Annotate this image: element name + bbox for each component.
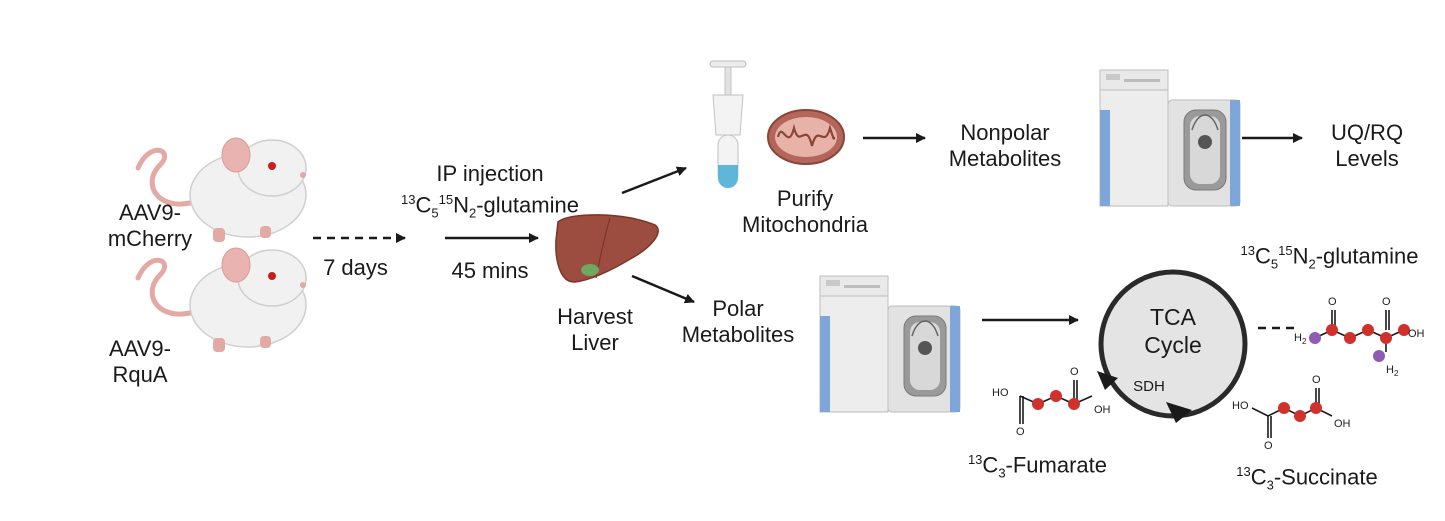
- mouse-label-mcherry: AAV9- mCherry: [100, 200, 200, 252]
- atom-label-h2: H2: [1294, 332, 1306, 346]
- tca-label: TCA Cycle: [1113, 303, 1233, 359]
- formula-subscript: 5: [431, 205, 439, 221]
- formula-element: C: [1255, 243, 1271, 269]
- formula-element: C: [1250, 464, 1267, 490]
- atom-label-oh: OH: [1408, 328, 1425, 340]
- formula-element: C: [415, 192, 432, 218]
- wait-label: 7 days: [323, 255, 388, 280]
- atom-h: H: [1386, 364, 1394, 376]
- formula-name: -glutamine: [476, 192, 579, 218]
- mouse-label-line1: AAV9-: [109, 336, 171, 361]
- formula-subscript: 5: [1270, 256, 1279, 272]
- mouse-label-line1: AAV9-: [119, 200, 181, 225]
- harvest-label: Harvest Liver: [545, 304, 645, 356]
- injection-line1: IP injection: [436, 161, 544, 186]
- formula-isotope: 15: [438, 192, 454, 207]
- polar-line1: Polar: [712, 296, 764, 321]
- levels-label: UQ/RQ Levels: [1322, 120, 1412, 172]
- injection-label: IP injection 13C515N2-glutamine: [385, 161, 595, 227]
- nonpolar-label: Nonpolar Metabolites: [935, 120, 1075, 172]
- purify-line2: Mitochondria: [742, 212, 868, 237]
- formula-name: -Succinate: [1273, 464, 1378, 490]
- formula-name: -glutamine: [1315, 243, 1419, 269]
- atom-label-o: O: [1328, 296, 1337, 308]
- formula-isotope: 13: [1240, 243, 1256, 258]
- mouse-label-line2: mCherry: [107, 226, 193, 251]
- mass-spectrometer-icon: [819, 275, 961, 413]
- syringe-tube-icon: [709, 60, 747, 188]
- formula-element: N: [1292, 243, 1309, 269]
- arrow-to-polar: [631, 274, 695, 304]
- atom-label-oh: OH: [1334, 418, 1351, 430]
- tca-line2: Cycle: [1144, 332, 1202, 358]
- nonpolar-line1: Nonpolar: [960, 120, 1050, 145]
- tca-cycle-circle: [1097, 269, 1248, 423]
- tca-line1: TCA: [1150, 304, 1196, 330]
- purify-label: Purify Mitochondria: [725, 186, 885, 238]
- fumarate-molecule: [1019, 380, 1093, 424]
- atom-label-o: O: [1382, 296, 1391, 308]
- atom-label-o: O: [1312, 374, 1321, 386]
- atom-label-o: O: [1070, 366, 1079, 378]
- formula-subscript: 3: [998, 465, 1006, 481]
- succinate-label: 13C3-Succinate: [1222, 459, 1392, 499]
- fumarate-label: 13C3-Fumarate: [955, 447, 1120, 487]
- arrow-to-purify: [621, 166, 687, 195]
- atom-label-o: O: [1264, 440, 1273, 452]
- atom-subscript: 2: [1301, 337, 1307, 347]
- harvest-line1: Harvest: [557, 304, 633, 329]
- atom-label-ho: HO: [1232, 400, 1249, 412]
- duration-label: 45 mins: [451, 258, 529, 283]
- sdh-label: SDH: [1133, 378, 1165, 395]
- formula-isotope: 15: [1278, 243, 1293, 258]
- formula-subscript: 2: [469, 205, 477, 221]
- tracer-formula: 13C515N2-glutamine: [385, 187, 595, 227]
- polar-line2: Metabolites: [681, 322, 795, 347]
- levels-line1: UQ/RQ: [1330, 120, 1404, 145]
- nonpolar-line2: Metabolites: [948, 146, 1062, 171]
- purify-line1: Purify: [776, 186, 834, 211]
- atom-label-h2: H2: [1386, 364, 1398, 378]
- harvest-line2: Liver: [571, 330, 619, 355]
- formula-subscript: 2: [1308, 256, 1316, 272]
- mass-spectrometer-icon: [1099, 69, 1241, 207]
- mouse-label-line2: RquA: [112, 362, 168, 387]
- atom-label-oh: OH: [1094, 404, 1111, 416]
- liver-icon: [555, 214, 659, 283]
- atom-h: H: [1294, 332, 1302, 344]
- formula-isotope: 13: [1236, 464, 1251, 479]
- formula-element: C: [982, 452, 999, 478]
- formula-subscript: 3: [1266, 477, 1274, 493]
- atom-subscript: 2: [1393, 369, 1399, 379]
- atom-label-o: O: [1016, 426, 1025, 438]
- polar-label: Polar Metabolites: [668, 296, 808, 348]
- levels-line2: Levels: [1335, 146, 1399, 171]
- mouse-icon: [135, 247, 307, 352]
- atom-label-ho: HO: [992, 387, 1009, 399]
- mouse-label-rqua: AAV9- RquA: [100, 336, 180, 388]
- mitochondrion-icon: [767, 109, 845, 165]
- glutamine-molecule: [1309, 310, 1410, 362]
- glutamine-label: 13C515N2-glutamine: [1222, 238, 1437, 278]
- mouse-icon: [135, 137, 307, 242]
- succinate-molecule: [1251, 388, 1333, 438]
- cycle-arrowhead-bottom: [1166, 402, 1192, 423]
- cycle-arrowhead-left: [1097, 371, 1118, 390]
- formula-isotope: 13: [967, 452, 983, 467]
- formula-name: -Fumarate: [1005, 452, 1108, 478]
- formula-isotope: 13: [401, 192, 416, 207]
- formula-element: N: [453, 192, 469, 218]
